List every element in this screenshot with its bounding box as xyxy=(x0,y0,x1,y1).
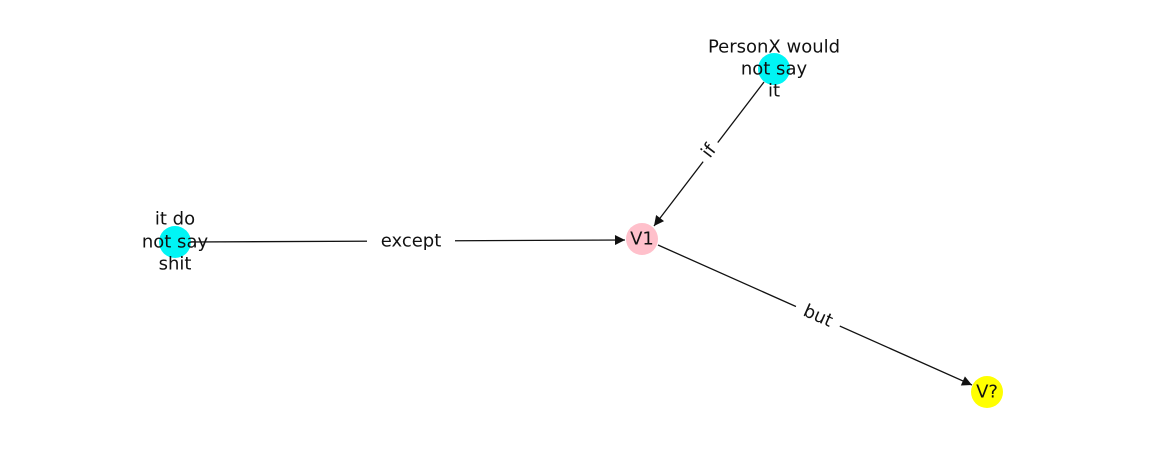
node-label-line-2: not say xyxy=(741,59,808,80)
edge-but: but xyxy=(657,244,973,386)
node-circle xyxy=(758,53,790,85)
node-label-line-3: shit xyxy=(159,254,192,275)
node-personx-would-not-say-it: PersonX would not say it xyxy=(708,37,840,102)
node-label-line-1: PersonX would xyxy=(708,37,840,58)
node-label-line-2: not say xyxy=(142,232,209,253)
node-it-do-not-say-shit: it do not say shit xyxy=(142,209,209,275)
node-circle xyxy=(159,226,191,258)
edge-label-bg-except xyxy=(367,228,455,254)
node-circle xyxy=(971,376,1003,408)
node-v-question: V? xyxy=(971,376,1003,408)
edge-except: except xyxy=(188,228,626,254)
edge-label-bg-but xyxy=(790,294,846,338)
node-label: V? xyxy=(976,382,998,403)
edge-label-except: except xyxy=(381,231,442,252)
node-v1: V1 xyxy=(626,223,658,255)
edge-label-bg-if xyxy=(692,134,726,168)
edge-if: if xyxy=(653,81,765,227)
node-label: V1 xyxy=(630,229,654,250)
node-label-line-1: it do xyxy=(155,209,195,230)
node-circle xyxy=(626,223,658,255)
node-label-line-3: it xyxy=(768,81,780,102)
